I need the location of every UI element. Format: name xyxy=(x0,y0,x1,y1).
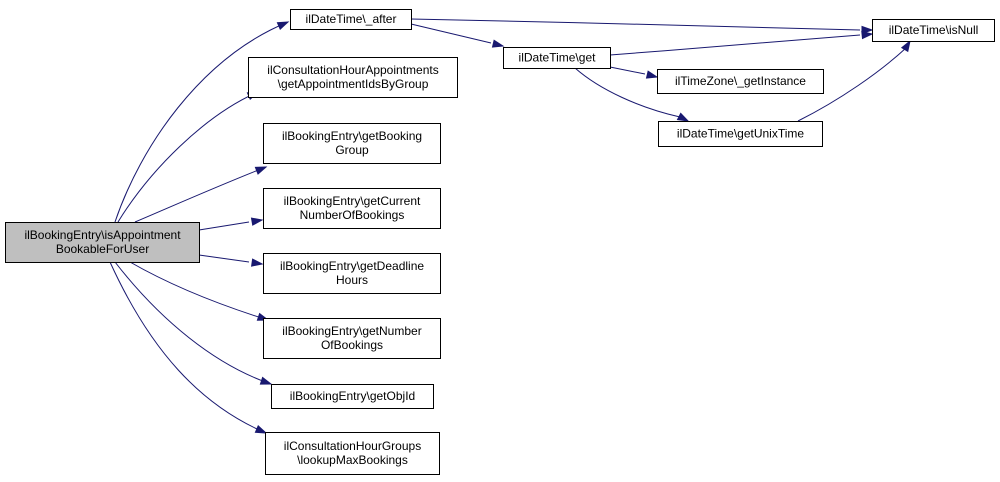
node-label-line: \getAppointmentIdsByGroup xyxy=(278,77,429,91)
node-root[interactable]: ilBookingEntry\isAppointmentBookableForU… xyxy=(5,222,200,263)
node-tzInstance[interactable]: ilTimeZone\_getInstance xyxy=(657,69,824,94)
node-label-line: ilTimeZone\_getInstance xyxy=(675,74,806,88)
node-label-line: ilDateTime\_after xyxy=(306,12,397,26)
node-getApptIds[interactable]: ilConsultationHourAppointments\getAppoin… xyxy=(248,57,458,98)
arrowhead xyxy=(259,376,273,385)
node-box xyxy=(5,222,200,263)
node-box xyxy=(503,47,611,69)
edge-getUnix-to-isNull xyxy=(797,39,911,122)
node-after[interactable]: ilDateTime\_after xyxy=(290,9,412,30)
node-getCurrentNum[interactable]: ilBookingEntry\getCurrentNumberOfBooking… xyxy=(263,188,441,229)
node-label-line: ilBookingEntry\getBooking xyxy=(282,129,422,143)
node-lookupMax[interactable]: ilConsultationHourGroups\lookupMaxBookin… xyxy=(265,432,440,475)
node-label-line: Group xyxy=(335,143,369,157)
arrowhead xyxy=(676,112,690,122)
node-box xyxy=(263,123,441,164)
edge-root-to-getCurrentNum xyxy=(198,217,264,231)
edge-line xyxy=(410,18,861,31)
node-label-line: Hours xyxy=(336,273,368,287)
node-box xyxy=(265,432,440,475)
node-label-line: \lookupMaxBookings xyxy=(297,453,408,467)
node-box xyxy=(290,9,412,30)
node-box xyxy=(263,253,441,294)
node-getObjId[interactable]: ilBookingEntry\getObjId xyxy=(271,384,434,409)
edge-line xyxy=(134,166,267,223)
edge-line xyxy=(410,23,492,44)
node-box xyxy=(248,57,458,98)
node-label-line: ilDateTime\get xyxy=(519,51,597,65)
node-label-line: ilConsultationHourAppointments xyxy=(267,63,438,77)
node-label-line: NumberOfBookings xyxy=(300,208,405,222)
node-box xyxy=(263,188,441,229)
edge-root-to-getNumber xyxy=(129,261,270,321)
edge-line xyxy=(574,67,681,118)
node-isNull[interactable]: ilDateTime\isNull xyxy=(872,19,995,42)
arrowhead xyxy=(900,39,911,53)
edge-get-to-isNull xyxy=(609,30,874,56)
edge-line xyxy=(114,261,272,385)
node-getUnix[interactable]: ilDateTime\getUnixTime xyxy=(658,121,823,147)
node-box xyxy=(658,121,823,147)
edge-line xyxy=(198,221,250,231)
node-label-line: ilBookingEntry\isAppointment xyxy=(24,228,181,242)
edge-line xyxy=(109,261,267,434)
arrowhead xyxy=(491,39,505,48)
edge-get-to-getUnix xyxy=(574,67,690,122)
arrowhead xyxy=(645,70,659,79)
edge-root-to-getApptIds xyxy=(117,91,260,223)
node-label-line: ilBookingEntry\getDeadline xyxy=(280,259,424,273)
node-box xyxy=(263,318,441,359)
edge-root-to-getDeadline xyxy=(198,254,264,267)
edge-root-to-lookupMax xyxy=(109,261,268,434)
edge-line xyxy=(117,91,259,223)
node-label-line: OfBookings xyxy=(321,338,383,352)
edge-after-to-isNull xyxy=(410,18,874,35)
edge-get-to-tzInstance xyxy=(609,66,659,79)
edge-line xyxy=(114,21,289,223)
edge-line xyxy=(609,66,646,75)
node-label-line: ilDateTime\isNull xyxy=(889,23,979,37)
arrowhead xyxy=(250,217,264,226)
arrowhead xyxy=(254,425,268,434)
node-box xyxy=(271,384,434,409)
edge-line xyxy=(609,34,861,56)
node-box xyxy=(872,19,995,42)
node-label-line: ilConsultationHourGroups xyxy=(284,439,421,453)
arrowhead xyxy=(251,258,264,267)
arrowhead xyxy=(861,30,874,40)
arrowhead xyxy=(254,166,268,175)
edge-after-to-get xyxy=(410,23,505,48)
edge-root-to-after xyxy=(114,21,290,223)
node-label-line: ilDateTime\getUnixTime xyxy=(677,127,804,141)
arrowhead xyxy=(276,21,290,30)
edge-line xyxy=(198,254,250,263)
edge-line xyxy=(797,47,907,122)
nodes-layer: ilBookingEntry\isAppointmentBookableForU… xyxy=(5,9,995,475)
node-get[interactable]: ilDateTime\get xyxy=(503,47,611,69)
node-label-line: BookableForUser xyxy=(56,242,149,256)
edge-root-to-getBookingGroup xyxy=(134,166,268,223)
node-label-line: ilBookingEntry\getObjId xyxy=(290,389,415,403)
node-box xyxy=(657,69,824,94)
node-label-line: ilBookingEntry\getCurrent xyxy=(284,194,421,208)
edge-line xyxy=(129,261,269,321)
edge-root-to-getObjId xyxy=(114,261,273,385)
node-label-line: ilBookingEntry\getNumber xyxy=(282,324,421,338)
